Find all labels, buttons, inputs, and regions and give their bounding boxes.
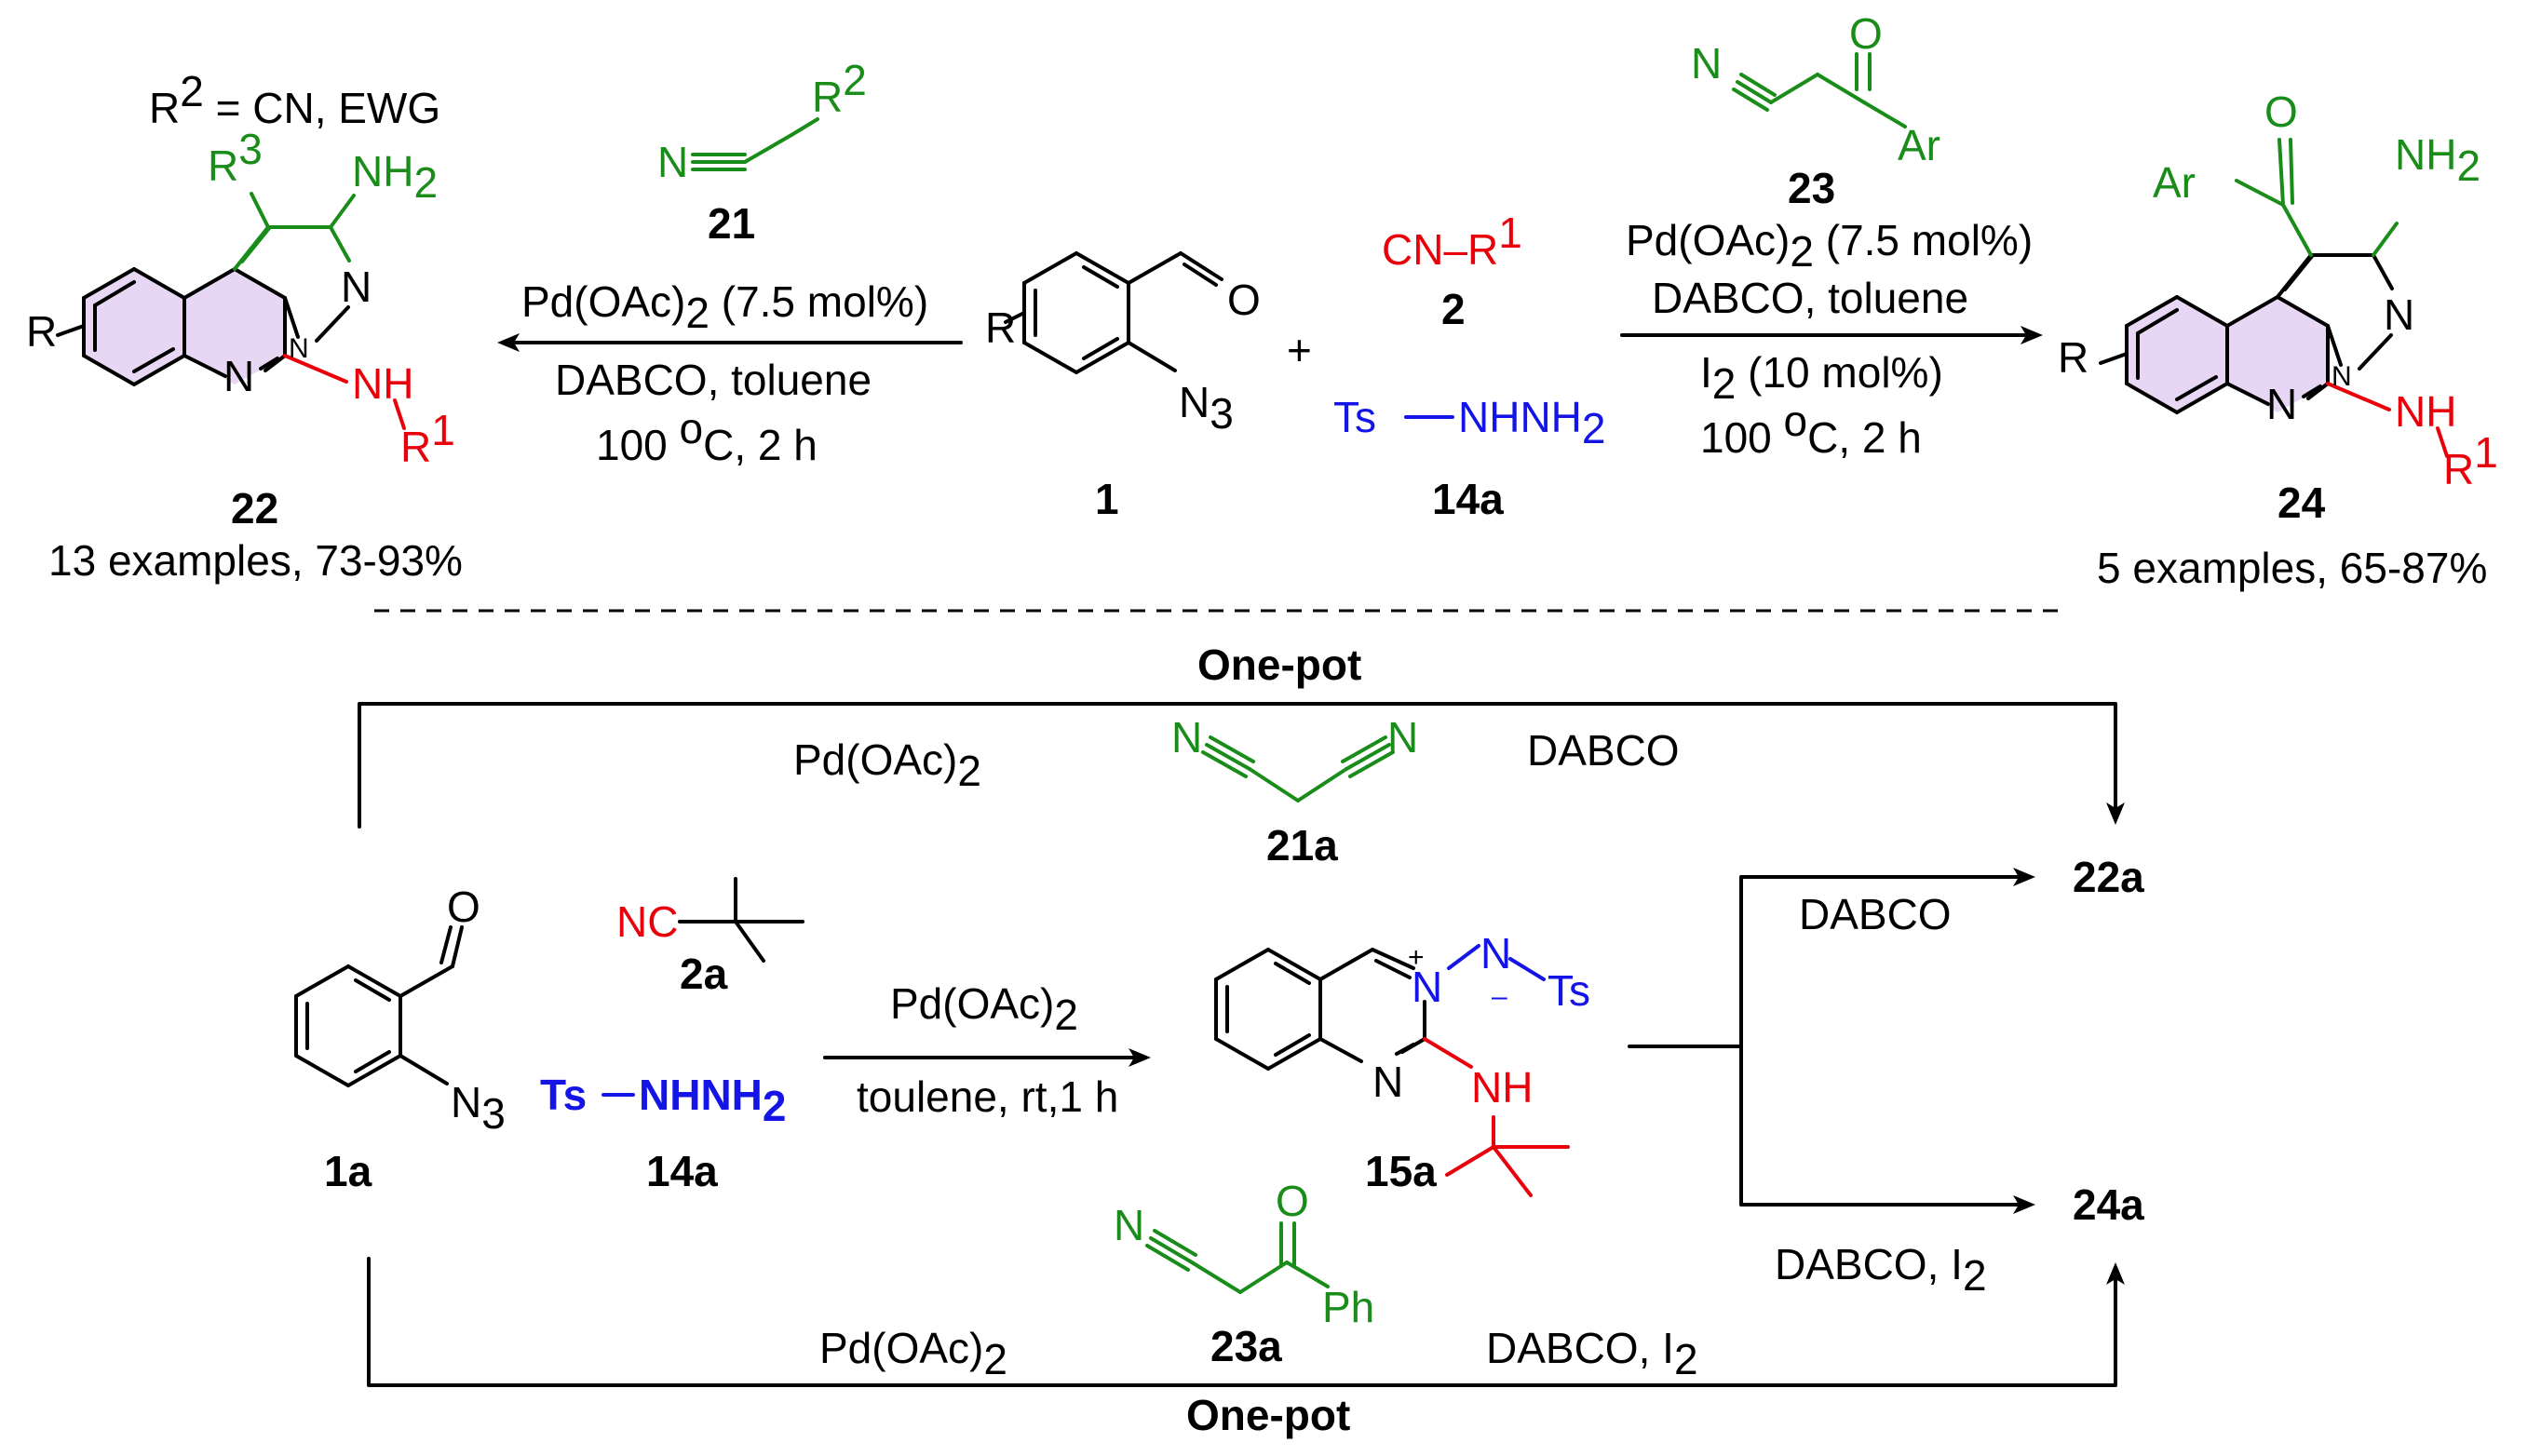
sm1-compound-number: 1 (1095, 475, 1119, 523)
sm1-n3-label: N3 (1179, 378, 1234, 438)
i15a-n-minus: N (1480, 929, 1511, 977)
sm-1-structure (1004, 251, 1223, 374)
r2-definition: R2 = CN, EWG (149, 67, 440, 132)
reagent-21-structure (691, 117, 819, 171)
top-route-pd: Pd(OAc)2 (793, 735, 981, 795)
sm-1a-structure (294, 925, 464, 1087)
right-cond-line2: DABCO, toluene (1652, 274, 1968, 322)
left-cond-line3: 100 oC, 2 h (596, 404, 818, 469)
p24-o-label: O (2264, 88, 2298, 136)
bottom-route-pd: Pd(OAc)2 (819, 1324, 1007, 1383)
p22-r3-label: R3 (208, 125, 263, 190)
one-pot-bottom-label: One-pot (1186, 1391, 1350, 1439)
one-pot-top-route (358, 702, 2117, 829)
r21-r2-label: R2 (812, 56, 867, 121)
bz-23a-number: 23a (1210, 1322, 1282, 1370)
bz-o-label: O (1276, 1177, 1309, 1225)
i15a-minus: – (1492, 981, 1507, 1012)
branch-lines (1628, 875, 2024, 1207)
p24-nh-label: NH (2395, 387, 2456, 436)
product-22-structure (56, 192, 406, 430)
p22-n1-label: N (341, 263, 372, 311)
p24-n2-label: N (2332, 361, 2352, 392)
bottom-ts-text: Ts (540, 1071, 587, 1119)
r21-compound-number: 21 (708, 199, 755, 248)
i15a-n-ring: N (1372, 1058, 1403, 1106)
p22-yield: 13 examples, 73-93% (48, 536, 463, 585)
malono-n1: N (1171, 713, 1202, 762)
p24-r-label: R (2058, 333, 2088, 382)
malono-n2: N (1387, 713, 1418, 762)
plus-sign: + (1287, 326, 1312, 374)
p22-r1-label: R1 (400, 406, 455, 471)
sm1-o-label: O (1227, 276, 1261, 324)
malononitrile-21a-structure (1201, 735, 1395, 802)
product-24-structure (2099, 138, 2449, 458)
tosylhydrazide-14a-number: 14a (1432, 475, 1504, 523)
p24-r1-label: R1 (2443, 428, 2498, 493)
tbu-group-2a (678, 877, 804, 963)
tosylhydrazide-ts: Ts (1333, 393, 1376, 441)
reagent-23-structure (1732, 52, 1907, 128)
p22-r-label: R (26, 307, 57, 356)
step-cond-line1: Pd(OAc)2 (890, 979, 1078, 1039)
bz-ph-label: Ph (1322, 1283, 1374, 1331)
r23-ar-label: Ar (1898, 121, 1940, 169)
p22-n2-label: N (289, 333, 309, 364)
one-pot-bottom-route (367, 1257, 2117, 1387)
sm1-r-label: R (985, 303, 1016, 352)
left-cond-line2: DABCO, toluene (555, 356, 872, 404)
r23-compound-number: 23 (1788, 164, 1835, 212)
p22-n3-label: N (223, 352, 254, 400)
p24-n1-label: N (2384, 290, 2414, 339)
r23-n-label: N (1691, 39, 1722, 88)
left-cond-line1: Pd(OAc)2 (7.5 mol%) (521, 277, 928, 337)
branch-upper-cond: DABCO (1799, 890, 1952, 938)
product-24a: 24a (2073, 1180, 2144, 1229)
malono-21a-number: 21a (1266, 821, 1338, 870)
right-cond-line3: I2 (10 mol%) (1700, 348, 1943, 408)
p22-compound-number: 22 (231, 484, 278, 533)
r23-o-label: O (1849, 9, 1883, 58)
p22-nh-label: NH (352, 359, 413, 408)
right-cond-line4: 100 oC, 2 h (1700, 397, 1922, 462)
sm1a-compound-number: 1a (324, 1147, 372, 1195)
branch-lower-cond: DABCO, I2 (1775, 1240, 1987, 1300)
bottom-14a-number: 14a (646, 1147, 718, 1195)
i15a-plus: + (1408, 942, 1425, 973)
p22-nh2-label: NH2 (352, 147, 438, 207)
benzoylacetonitrile-23a-structure (1145, 1221, 1330, 1294)
intermediate-15a-structure (1214, 944, 1570, 1197)
right-cond-line1: Pd(OAc)2 (7.5 mol%) (1626, 216, 2033, 276)
isonitrile-2-number: 2 (1441, 285, 1466, 333)
p24-nh2-label: NH2 (2395, 130, 2480, 190)
i15a-nh: NH (1471, 1063, 1533, 1112)
i15a-ts: Ts (1548, 966, 1590, 1015)
sm1a-o-label: O (447, 883, 480, 931)
bz-n-label: N (1114, 1201, 1144, 1249)
p24-n3-label: N (2266, 380, 2297, 428)
tbu-nc-text: NC (616, 897, 678, 946)
tbu-2a-number: 2a (680, 950, 728, 998)
bottom-route-dabco-i2: DABCO, I2 (1486, 1324, 1698, 1383)
step-cond-line2: toulene, rt,1 h (857, 1072, 1118, 1121)
r21-n-label: N (657, 138, 688, 186)
top-route-dabco: DABCO (1527, 726, 1680, 775)
p24-compound-number: 24 (2277, 479, 2326, 527)
one-pot-top-label: One-pot (1197, 640, 1361, 689)
sm1a-n3-label: N3 (451, 1078, 506, 1138)
i15a-number: 15a (1365, 1147, 1437, 1195)
tosylhydrazide-nhnh2: NHNH2 (1458, 393, 1605, 452)
p24-yield: 5 examples, 65-87% (2097, 544, 2487, 592)
bottom-nhnh2: NHNH2 (639, 1071, 786, 1130)
p24-ar-label: Ar (2153, 158, 2196, 207)
isonitrile-2-formula: CN–R1 (1382, 209, 1522, 274)
product-22a: 22a (2073, 853, 2144, 901)
i15a-n-plus: N (1412, 963, 1442, 1011)
